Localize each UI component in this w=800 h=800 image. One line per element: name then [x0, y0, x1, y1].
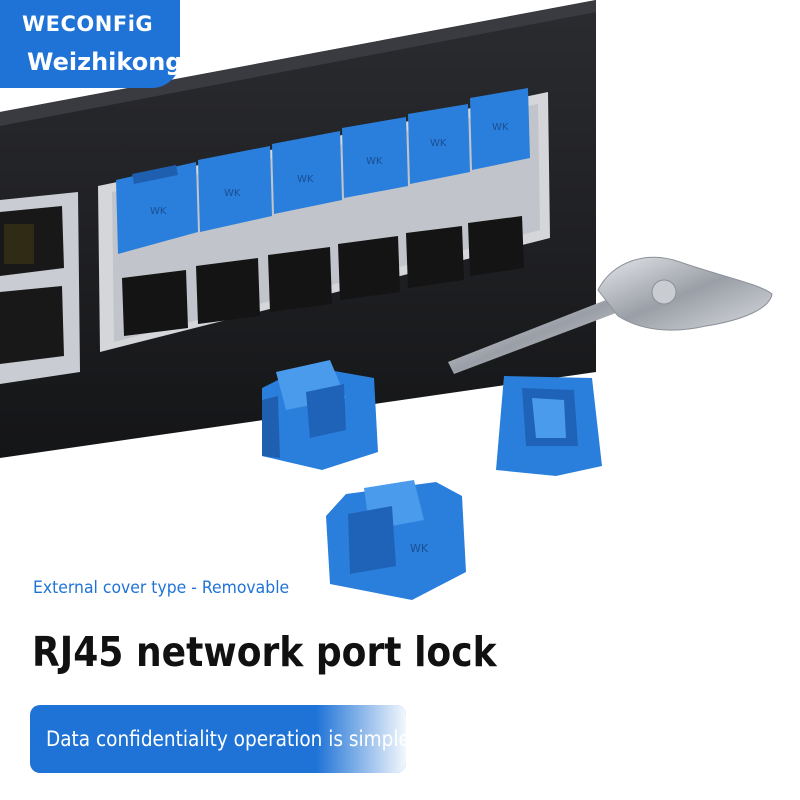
- brand-name: Weizhikong: [27, 48, 183, 76]
- lock-marking: WK: [366, 156, 383, 167]
- port-lock-icon: [262, 360, 378, 470]
- lock-marking: WK: [224, 188, 241, 199]
- installed-port-locks: WK WK WK WK WK WK: [116, 88, 530, 254]
- lock-marking: WK: [410, 542, 429, 555]
- product-subtitle: External cover type - Removable: [33, 578, 290, 598]
- banner-fade: [316, 705, 406, 773]
- key-icon: [448, 256, 773, 374]
- lock-marking: WK: [492, 122, 509, 133]
- feature-banner: Data confidentiality operation is simple: [30, 705, 406, 773]
- brand-logo: WECONFiG: [22, 12, 154, 36]
- left-port-group: [0, 192, 80, 384]
- lock-marking: WK: [150, 206, 167, 217]
- product-title: RJ45 network port lock: [32, 628, 497, 676]
- port-lock-icon: WK: [326, 480, 466, 600]
- port-lock-icon: [496, 376, 602, 476]
- brand-badge: WECONFiG Weizhikong: [0, 0, 183, 88]
- lock-marking: WK: [297, 174, 314, 185]
- lock-marking: WK: [430, 138, 447, 149]
